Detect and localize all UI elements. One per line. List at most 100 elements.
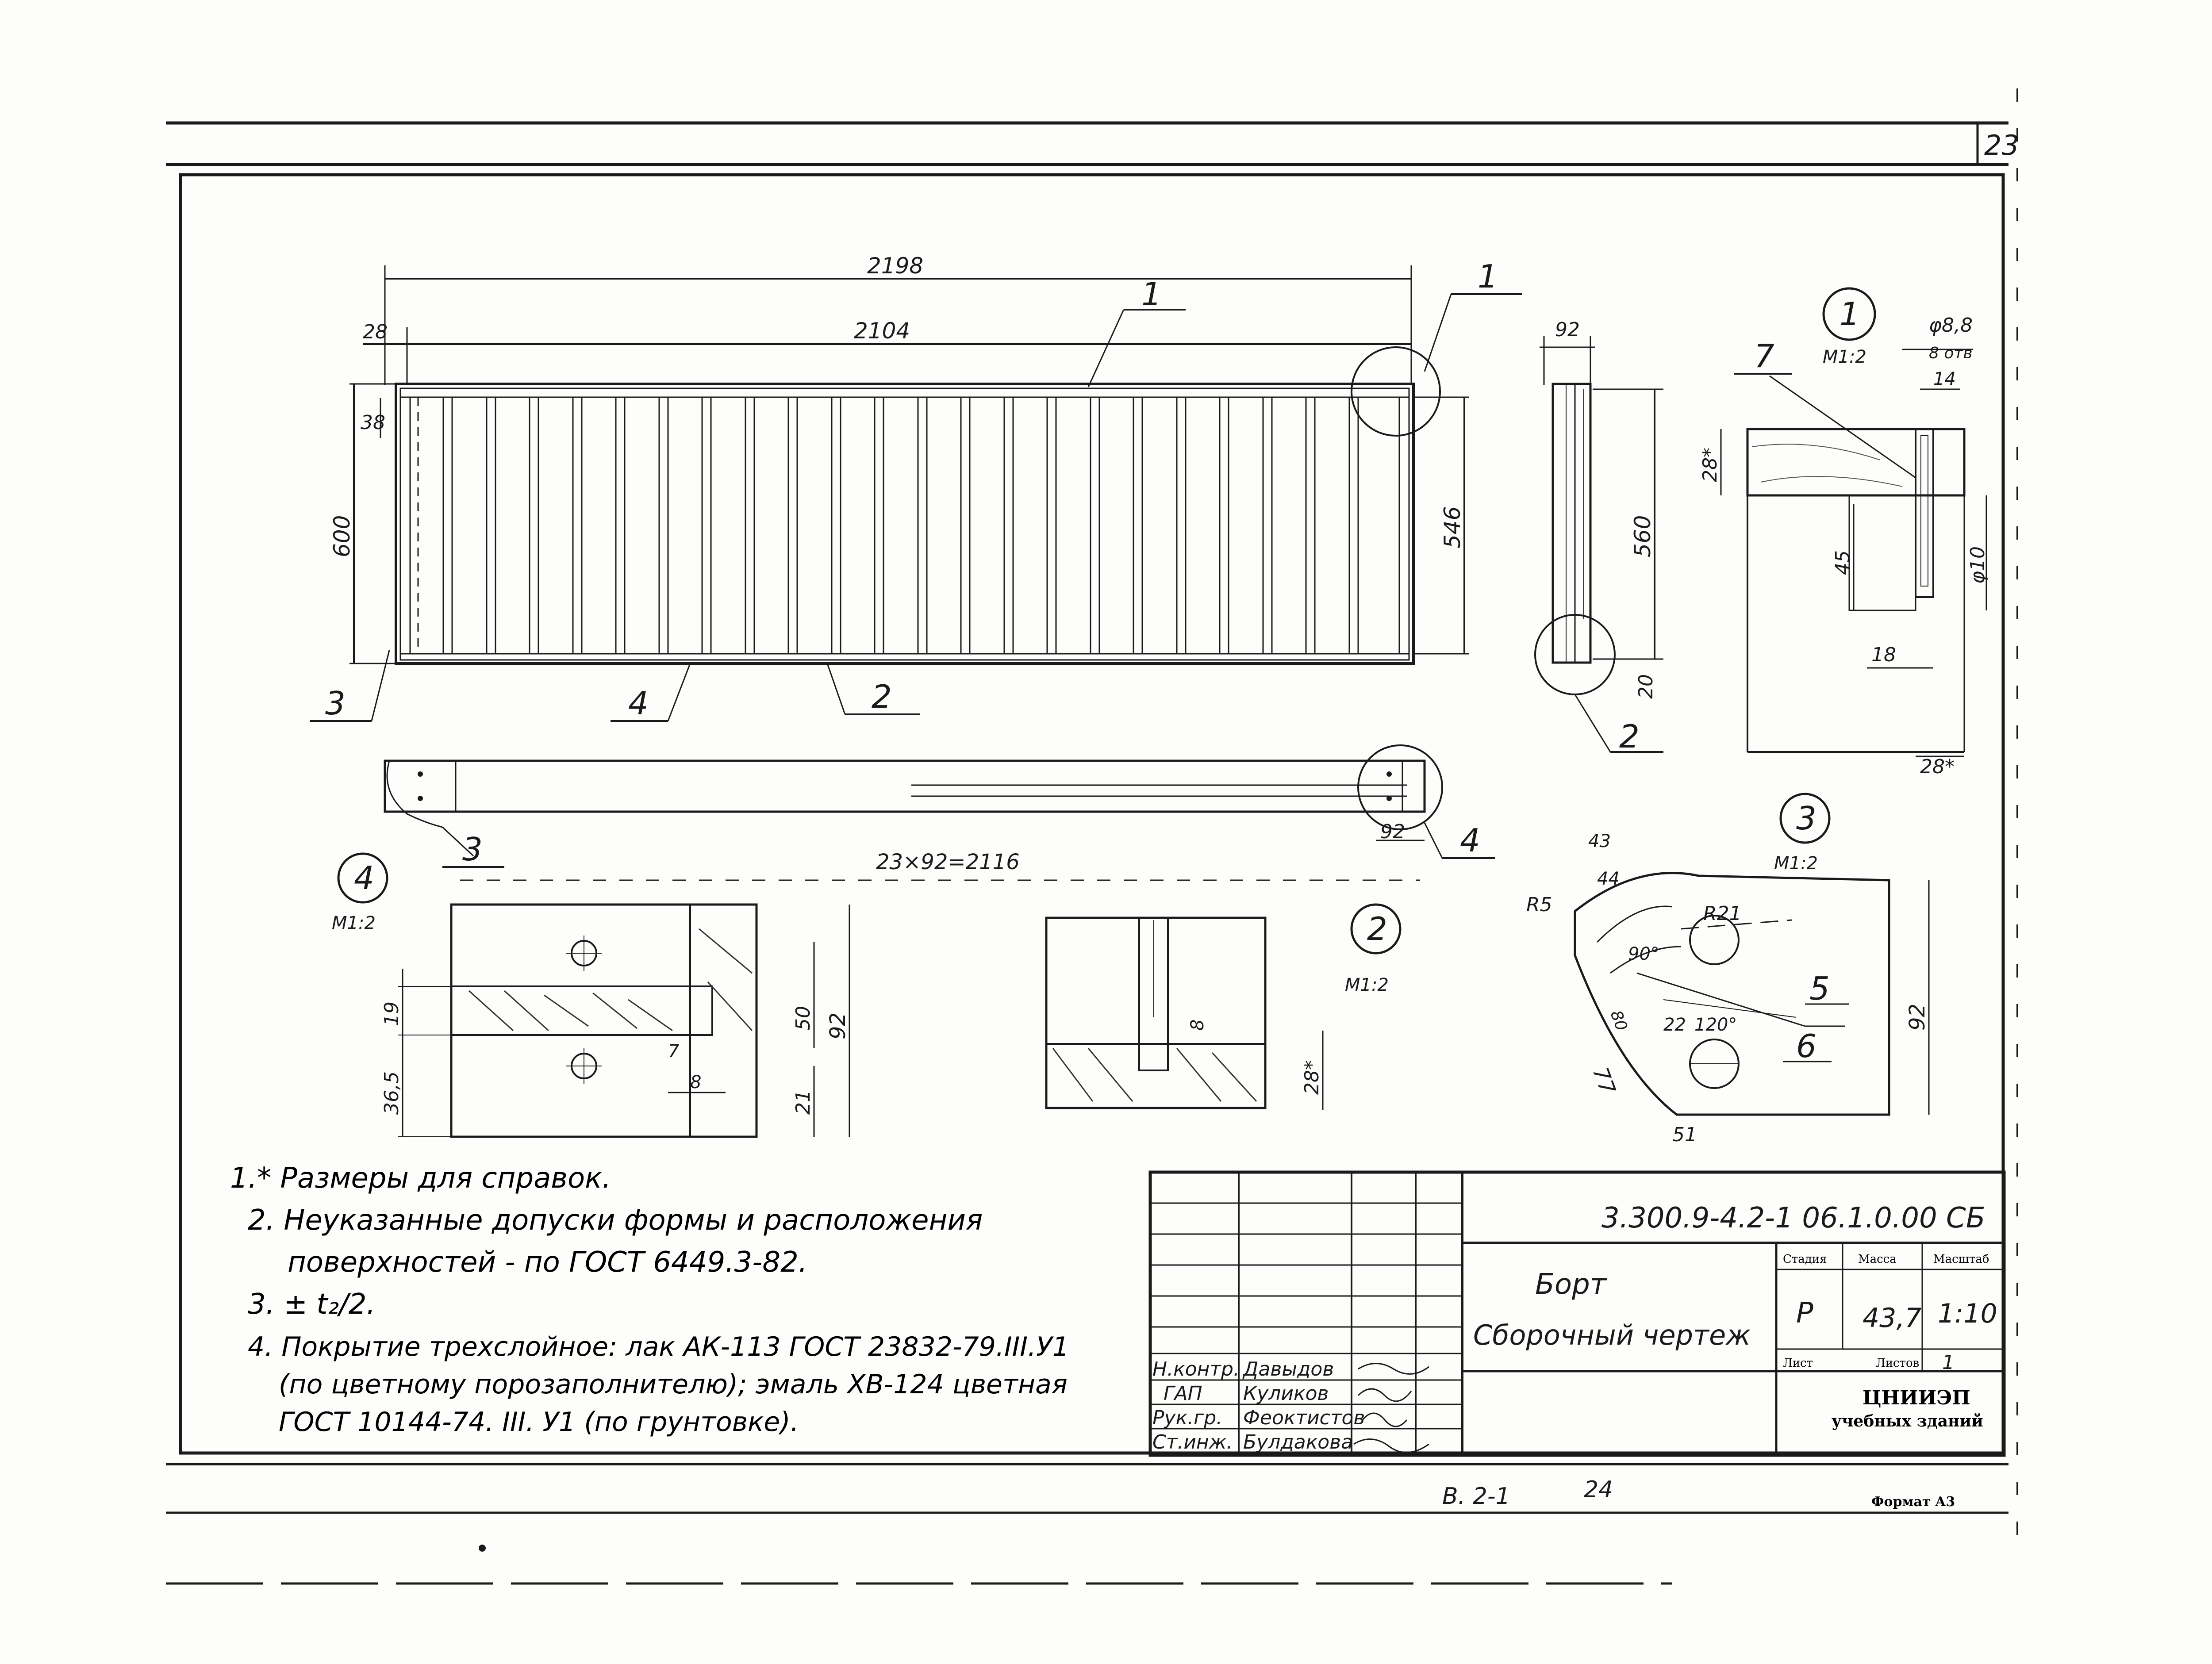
detail-3-id: 3 [1796,800,1816,837]
dim-top-edge: 38 [361,411,385,434]
note-4: 4. Покрытие трехслойное: лак АК-113 ГОСТ… [248,1331,1069,1362]
detail-2-id: 2 [1367,910,1387,947]
note-4-cont2: ГОСТ 10144-74. III. У1 (по грунтовке). [279,1407,799,1438]
callout-4: 4 [628,685,649,722]
detail-3-dim-90: 90° [1628,944,1659,964]
detail-1-dim-45: 45 [1832,550,1854,575]
detail-3-scale: М1:2 [1774,853,1818,874]
callout-1: 1 [1478,258,1498,295]
sheet-frame [166,88,2018,1585]
detail-1-dim-phi10: φ10 [1966,546,1989,584]
sig-role-1: Н.контр. [1152,1358,1240,1380]
detail-3-dim-51: 51 [1672,1123,1697,1146]
detail-1-dim-14: 14 [1933,369,1956,389]
sig-role-4: Ст.инж. [1152,1431,1233,1453]
sig-role-3: Рук.гр. [1152,1407,1222,1429]
sheets-label: Листов [1876,1357,1919,1370]
detail-2-dim-8: 8 [1187,1020,1208,1031]
sig-name-4: Булдакова [1243,1431,1353,1453]
plan-view: 3 4 92 23×92=2116 [384,744,1495,881]
detail-4-dim-21: 21 [792,1090,814,1115]
detail-1-callout-7: 7 [1754,337,1774,375]
detail-1-dim-28: 28* [1699,448,1721,482]
detail-4: 4 М1:2 19 36,5 50 92 21 7 8 [332,852,850,1138]
title-block: 3.300.9-4.2-1 06.1.0.00 СБ Борт Сборочны… [1148,1170,2006,1457]
callout-1b: 1 [1141,276,1162,313]
side-callout-2: 2 [1619,718,1640,755]
detail-3-callout-6: 6 [1796,1028,1816,1065]
page-number-top: 23 [1984,129,2019,161]
detail-1: 1 М1:2 7 φ8,8 8 отв 14 28* 45 φ10 18 28* [1699,287,1989,778]
album-page: 24 [1584,1476,1613,1503]
detail-1-id: 1 [1839,295,1860,333]
sig-name-3: Феоктистов [1243,1407,1365,1429]
notes-block: 1.* Размеры для справок. 2. Неуказанные … [230,1162,1069,1438]
sig-role-2: ГАП [1164,1382,1202,1405]
col-mass: Масса [1858,1253,1897,1266]
col-scale: Масштаб [1933,1253,1989,1266]
detail-1-dim-18: 18 [1871,644,1896,666]
detail-1-dim-count: 8 отв [1929,344,1973,362]
note-4-cont1: (по цветному порозаполнителю); эмаль ХВ-… [279,1369,1068,1400]
detail-2-scale: М1:2 [1345,975,1389,995]
dim-inner-height: 546 [1440,506,1465,548]
detail-4-dim-19: 19 [380,1001,403,1026]
scale-value: 1:10 [1938,1298,1997,1329]
plan-dim-end: 92 [1380,820,1405,843]
detail-2-dim-28: 28* [1301,1060,1323,1095]
note-2-cont: поверхностей - по ГОСТ 6449.3-82. [288,1246,807,1279]
detail-4-scale: М1:2 [332,913,376,933]
note-2: 2. Неуказанные допуски формы и расположе… [248,1204,983,1237]
sig-name-1: Давыдов [1242,1358,1334,1380]
org-line2: учебных зданий [1832,1412,1983,1430]
stage-value: Р [1796,1297,1813,1330]
designation: 3.300.9-4.2-1 06.1.0.00 СБ [1601,1202,1985,1235]
detail-1-scale: М1:2 [1823,347,1866,367]
detail-2: 8 28* 2 М1:2 [1045,903,1402,1110]
dim-edge: 28 [363,321,388,343]
callout-3: 3 [325,685,346,722]
detail-4-dim-92: 92 [826,1012,850,1039]
part-name: Борт [1535,1268,1607,1301]
note-1: 1.* Размеры для справок. [230,1162,611,1195]
signature-scribbles [1353,1363,1429,1453]
detail-3-dim-77: 77 [1588,1064,1621,1098]
side-dim-height: 560 [1630,515,1655,557]
org-line1: ЦНИИЭП [1863,1387,1970,1409]
dim-overall-length: 2198 [867,253,923,279]
punch-dot [479,1545,486,1552]
col-stage: Стадия [1783,1253,1827,1266]
plan-dim-spacing: 23×92=2116 [876,850,1020,874]
detail-3-dim-43: 43 [1588,831,1611,851]
detail-4-dim-8: 8 [690,1072,701,1093]
format-label: Формат А3 [1871,1494,1955,1510]
detail-4-dim-7: 7 [668,1041,680,1062]
detail-3-dim-44: 44 [1597,869,1620,889]
plan-callout-3: 3 [462,831,483,868]
side-dim-width: 92 [1555,318,1580,341]
sig-name-2: Куликов [1243,1382,1329,1405]
dim-inner-length: 2104 [854,318,910,344]
callout-2: 2 [872,678,892,715]
sheet-label: Лист [1783,1357,1813,1370]
detail-4-id: 4 [354,859,374,897]
doc-type: Сборочный чертеж [1473,1319,1751,1351]
detail-3-dim-r5: R5 [1526,893,1552,916]
main-elevation-view: 2198 2104 28 [310,253,1522,722]
album-ref: В. 2-1 [1442,1483,1510,1510]
detail-3-callout-5: 5 [1809,970,1830,1007]
detail-3-dim-92: 92 [1905,1004,1930,1031]
mass-value: 43,7 [1863,1303,1922,1334]
side-dim-bottom: 20 [1635,674,1657,699]
side-view: 92 560 20 2 [1534,318,1663,755]
plan-callout-4: 4 [1460,822,1480,859]
detail-1-dim-28b: 28* [1920,755,1955,778]
detail-3: 3 М1:2 43 44 R5 R21 90° 80 22 120° 77 51… [1526,793,1930,1146]
detail-4-dim-50: 50 [792,1006,814,1031]
detail-3-dim-80: 80 [1607,1008,1631,1033]
detail-1-dim-hole: φ8,8 [1929,314,1973,337]
detail-3-dim-120: 120° [1694,1015,1737,1035]
note-3: 3. ± t₂/2. [248,1288,376,1321]
